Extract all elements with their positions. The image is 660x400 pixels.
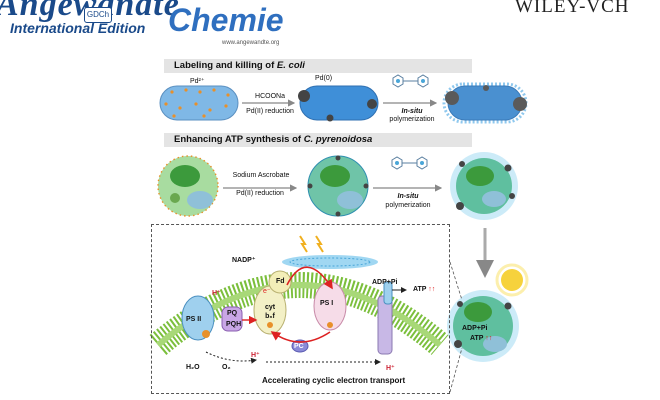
label-insitu-2: In-situ xyxy=(380,193,436,200)
sun-icon xyxy=(497,265,527,295)
label-pc: PC xyxy=(294,343,304,350)
label-h-plus-2: H⁺ xyxy=(251,351,260,359)
cell-label-atp: ATP ↑↑ xyxy=(470,335,492,342)
label-hcoona: HCOONa xyxy=(244,93,296,100)
monomer-structure-1 xyxy=(393,75,428,87)
label-ps1: PS I xyxy=(320,300,333,307)
zoom-line-top xyxy=(450,262,462,300)
cell-label-adp-pi: ADP+Pi xyxy=(462,325,487,332)
label-atp: ATP ↑↑ xyxy=(413,286,435,293)
ecoli-cell-pd0 xyxy=(298,86,378,122)
label-pq: PQ xyxy=(227,310,237,317)
label-h-plus-3: H⁺ xyxy=(386,364,395,372)
label-pqh: PQH xyxy=(226,321,241,328)
label-sodium-ascorbate: Sodium Ascrobate xyxy=(226,172,296,179)
label-cyt: cyt xyxy=(258,304,282,311)
algae-cell-initial xyxy=(158,156,218,216)
ecoli-cell-polymerized xyxy=(444,84,527,122)
label-adp-pi: ADP+Pi xyxy=(372,279,397,286)
label-pd-reduction-2: Pd(II) reduction xyxy=(230,190,290,197)
label-pd-reduction-1: Pd(II) reduction xyxy=(240,108,300,115)
label-ps2: PS II xyxy=(186,316,201,323)
label-polymerization-1: polymerization xyxy=(384,116,440,123)
label-o2: O₂ xyxy=(222,364,231,371)
label-h-plus-1: H⁺ xyxy=(212,289,221,297)
label-polymerization-2: polymerization xyxy=(380,202,436,209)
algae-cell-pd0 xyxy=(308,156,369,217)
label-b6f: b₆f xyxy=(258,313,282,320)
monomer-structure-2 xyxy=(392,157,427,169)
ecoli-cell-initial xyxy=(160,86,238,120)
panel-caption: Accelerating cyclic electron transport xyxy=(262,376,405,385)
label-insitu-1: In-situ xyxy=(384,108,440,115)
label-nadp: NADP⁺ xyxy=(232,256,256,264)
zoom-line-bottom xyxy=(450,348,462,392)
label-pd2: Pd²⁺ xyxy=(190,77,205,85)
label-pd0: Pd(0) xyxy=(315,75,332,82)
label-electron: e⁻ xyxy=(263,287,271,295)
algae-cell-polymerized xyxy=(450,152,518,220)
label-fd: Fd xyxy=(276,278,285,285)
label-h2o: H₂O xyxy=(186,364,200,371)
